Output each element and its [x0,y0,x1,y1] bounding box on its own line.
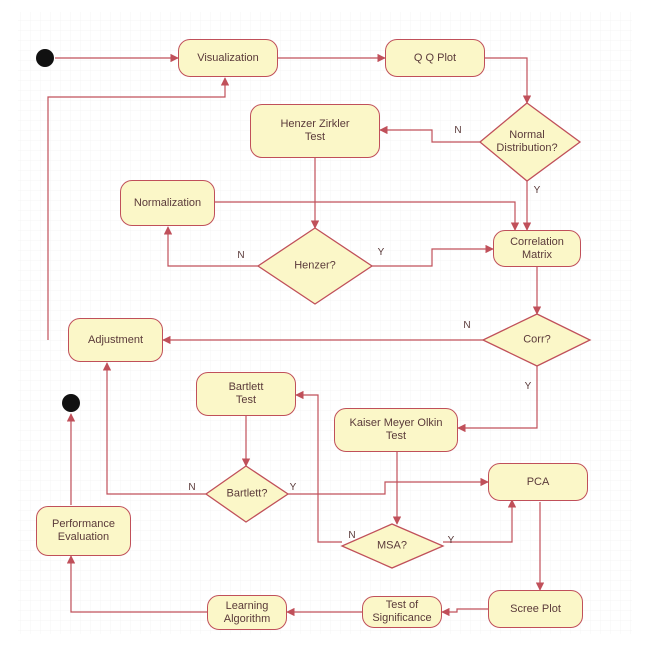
corr-decision[interactable] [481,313,592,367]
edge-learning-performance [66,555,207,613]
henzer-decision[interactable] [256,227,374,305]
visualization-node[interactable]: Visualization [178,39,278,77]
corr-yes-label: Y [524,381,532,392]
test-of-significance-node[interactable]: Test of Significance [362,596,442,628]
edge-msa-bartletttest [295,390,342,543]
edge-henzer-correlation [372,244,494,267]
msa-decision[interactable] [340,523,445,569]
normalization-node[interactable]: Normalization [120,180,215,226]
msa-no-label: N [348,530,356,541]
edge-normal-henzertest [379,125,480,143]
bartlett-no-label: N [188,482,196,493]
edge-bartlett-adjustment [102,362,206,495]
henzer-yes-label: Y [377,247,385,258]
scree-plot-node[interactable]: Scree Plot [488,590,583,628]
henzer-no-label: N [237,250,245,261]
msa-label: MSA? [377,539,407,552]
normal-distribution-label: Normal Distribution? [496,129,558,154]
bartlett-decision[interactable] [204,465,290,523]
edge-normalization-correlation [215,201,520,231]
final-node [62,394,80,412]
normal-distribution-decision[interactable] [478,102,582,182]
corr-label: Corr? [523,333,551,346]
edge-bartlett-pca [288,477,489,495]
bartlett-test-node[interactable]: Bartlett Test [196,372,296,416]
bartlett-yes-label: Y [289,482,297,493]
pca-node[interactable]: PCA [488,463,588,501]
henzer-label: Henzer? [294,259,336,272]
qq-plot-node[interactable]: Q Q Plot [385,39,485,77]
normal-yes-label: Y [533,185,541,196]
edge-qqplot-normal [485,57,532,104]
edge-msa-pca [443,499,517,543]
performance-evaluation-node[interactable]: Performance Evaluation [36,506,131,556]
bartlett-label: Bartlett? [226,487,268,500]
corr-no-label: N [463,320,471,331]
edge-corr-kmo [457,366,538,433]
edge-henzer-normalization [163,226,258,267]
adjustment-node[interactable]: Adjustment [68,318,163,362]
edge-adjustment-visualization [47,77,230,340]
henzer-zirkler-test-node[interactable]: Henzer Zirkler Test [250,104,380,158]
normal-no-label: N [454,125,462,136]
msa-yes-label: Y [447,535,455,546]
kaiser-meyer-olkin-test-node[interactable]: Kaiser Meyer Olkin Test [334,408,458,452]
initial-node [36,49,54,67]
correlation-matrix-node[interactable]: Correlation Matrix [493,230,581,267]
edge-scree-significance [441,607,488,617]
learning-algorithm-node[interactable]: Learning Algorithm [207,595,287,630]
